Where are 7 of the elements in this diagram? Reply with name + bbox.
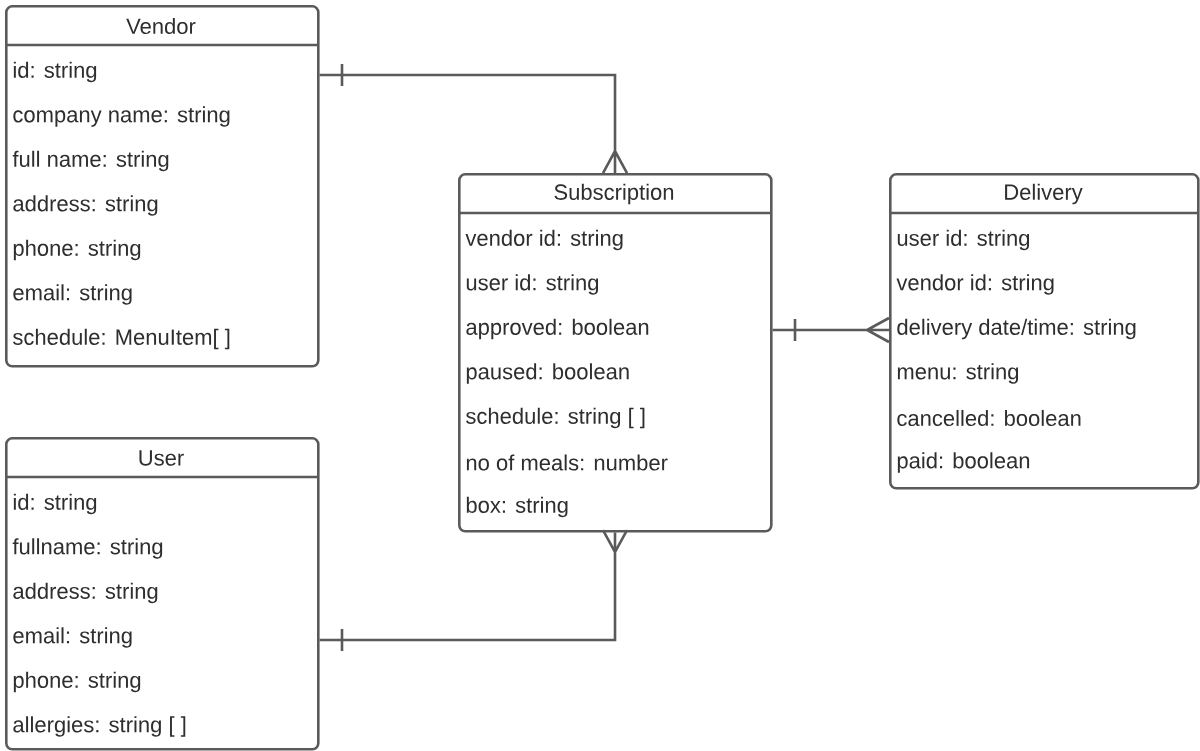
entity-table: User id: string fullname: string address: string email: string phone: string allergies: string [ ] — [5, 437, 320, 751]
entity-table: Subscription vendor id: string user id: string approved: boolean paused: boolean schedule: string [ ] no of meals: number box: string — [458, 173, 773, 533]
relationship-line — [318, 528, 629, 653]
entity-table: Vendor id: string company name: string full name: string address: string phone: string email: string schedule: MenuItem[ ] — [5, 5, 320, 368]
relationship-line — [771, 316, 891, 344]
entity-table: Delivery user id: string vendor id: string delivery date/time: string menu: string cancelled: boolean paid: boolean — [889, 173, 1200, 490]
relationship-line — [318, 62, 629, 175]
